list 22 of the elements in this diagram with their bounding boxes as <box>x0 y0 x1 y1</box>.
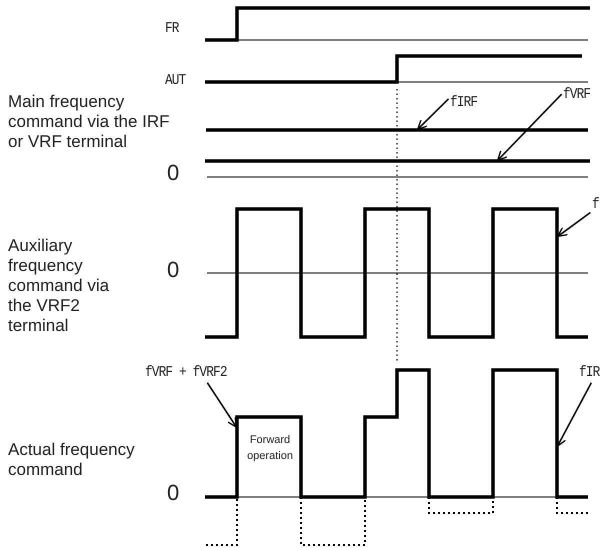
row-label: Actual frequency command <box>8 440 136 480</box>
signal-label: AUT <box>165 72 186 89</box>
frequency-label: fVRF + fVRF2 <box>145 364 227 381</box>
axis-value: 0 <box>167 257 180 283</box>
signal-label: FR <box>165 20 179 37</box>
leader-line <box>557 212 591 238</box>
waveform-annotation: Forward operation <box>246 433 294 464</box>
signal-waveform <box>205 207 588 339</box>
frequency-label: f <box>592 196 599 213</box>
frequency-label: fVRF <box>563 86 590 103</box>
axis-value: 0 <box>167 480 180 506</box>
row-label: Auxiliary frequency command via the VRF2 terminal <box>8 236 110 336</box>
leader-line <box>417 98 450 130</box>
axis-value: 0 <box>167 160 180 186</box>
leader-line <box>497 94 562 161</box>
signal-waveform <box>206 128 588 132</box>
row-label: Main frequency command via the IRF or VRF terminal <box>8 92 171 152</box>
leader-line <box>556 382 592 447</box>
leader-line <box>206 382 238 428</box>
frequency-label: fIRF <box>450 94 478 111</box>
frequency-label: fIR <box>579 364 600 381</box>
signal-waveform <box>205 159 590 163</box>
